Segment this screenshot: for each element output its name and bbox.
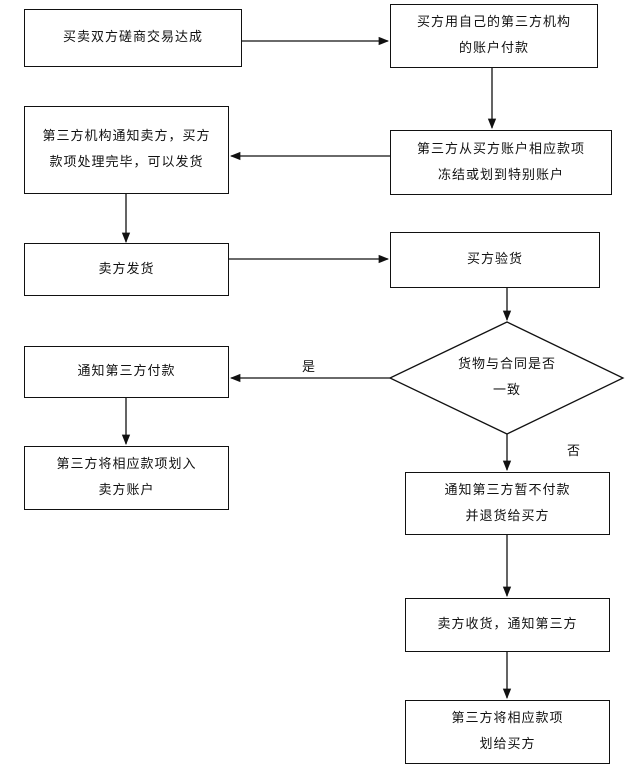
node-notify-pay: 通知第三方付款 — [24, 346, 229, 398]
node-transfer-to-seller: 第三方将相应款项划入 卖方账户 — [24, 446, 229, 510]
node-deal-reached-label: 买卖双方磋商交易达成 — [62, 30, 203, 45]
node-buyer-inspects: 买方验货 — [390, 232, 600, 288]
node-hold-payment-return-label: 通知第三方暂不付款 并退货给买方 — [444, 482, 571, 524]
node-seller-receives-label: 卖方收货，通知第三方 — [437, 617, 578, 632]
node-notify-seller-label: 第三方机构通知卖方，买方 款项处理完毕，可以发货 — [42, 129, 211, 170]
node-transfer-to-seller-label: 第三方将相应款项划入 卖方账户 — [56, 457, 197, 498]
node-refund-buyer-label: 第三方将相应款项 划给买方 — [451, 711, 564, 752]
node-refund-buyer: 第三方将相应款项 划给买方 — [405, 700, 610, 764]
node-buyer-inspects-label: 买方验货 — [466, 252, 523, 267]
node-seller-ships: 卖方发货 — [24, 243, 229, 296]
node-hold-payment-return: 通知第三方暂不付款 并退货给买方 — [405, 472, 610, 535]
decision-label: 货物与合同是否 一致 — [457, 357, 556, 398]
node-buyer-pays-label: 买方用自己的第三方机构 的账户付款 — [416, 15, 571, 56]
node-third-party-freeze: 第三方从买方账户相应款项 冻结或划到特别账户 — [390, 130, 612, 195]
node-third-party-freeze-label: 第三方从买方账户相应款项 冻结或划到特别账户 — [416, 141, 585, 183]
node-notify-pay-label: 通知第三方付款 — [77, 364, 176, 379]
node-seller-ships-label: 卖方发货 — [98, 261, 155, 277]
node-deal-reached: 买卖双方磋商交易达成 — [24, 9, 242, 67]
node-notify-seller: 第三方机构通知卖方，买方 款项处理完毕，可以发货 — [24, 106, 229, 194]
node-seller-receives: 卖方收货，通知第三方 — [405, 598, 610, 652]
node-buyer-pays: 买方用自己的第三方机构 的账户付款 — [390, 4, 598, 68]
yes-branch-label: 是 — [302, 360, 316, 375]
no-branch-label: 否 — [567, 444, 581, 459]
